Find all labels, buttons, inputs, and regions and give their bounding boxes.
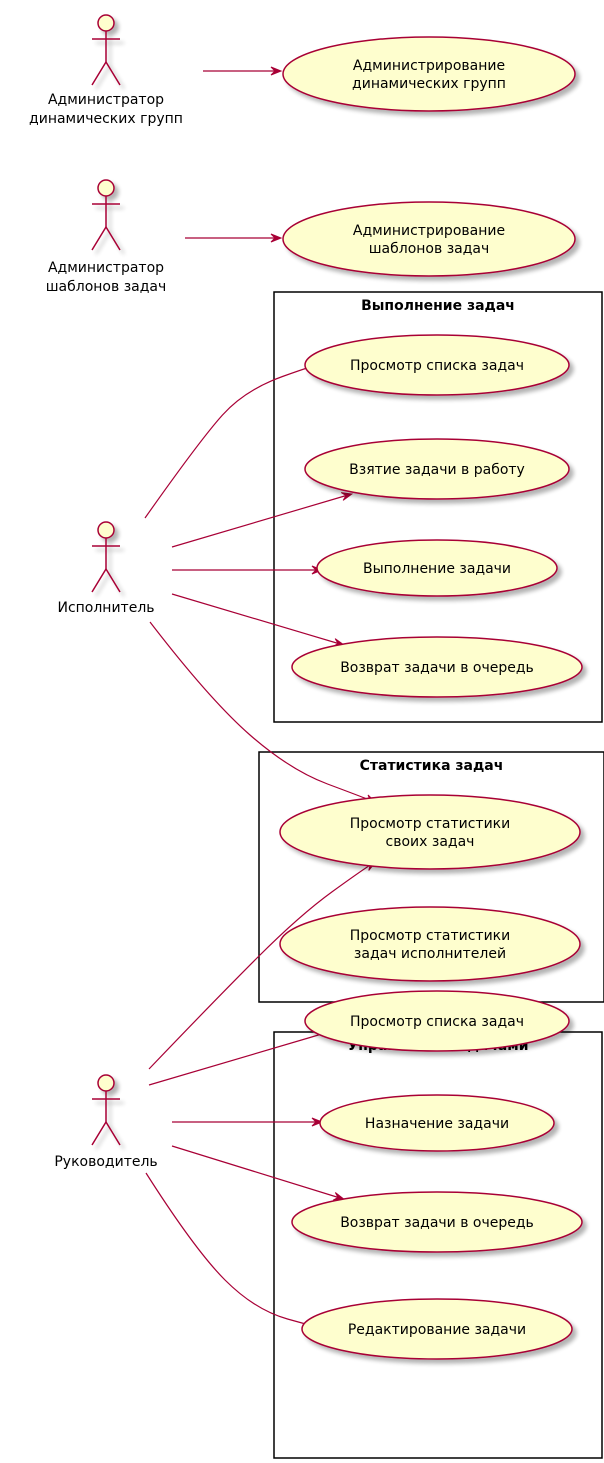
actor-manager: Руководитель bbox=[54, 1074, 158, 1170]
usecase-view-list-mgr: Просмотр списка задач bbox=[304, 990, 570, 1052]
usecase-view-list-exec: Просмотр списка задач bbox=[304, 334, 570, 396]
association-manager-to-uc-edit bbox=[145, 1172, 334, 1333]
usecase-take: Взятие задачи в работу bbox=[304, 438, 570, 500]
usecase-label: Возврат задачи в очередь bbox=[340, 660, 534, 676]
association-tmpl-admin-to-uc-tmpl bbox=[185, 233, 283, 243]
association-manager-to-uc-assign bbox=[172, 1117, 324, 1127]
association-executor-to-uc-take bbox=[171, 492, 354, 548]
association-executor-to-uc-view-list-exec bbox=[144, 357, 338, 519]
usecase-assign: Назначение задачи bbox=[319, 1094, 555, 1152]
association-manager-to-uc-return-mgr bbox=[171, 1145, 346, 1201]
usecase-stats-exec: Просмотр статистики задач исполнителей bbox=[279, 906, 581, 982]
usecase-label: Просмотр списка задач bbox=[350, 358, 524, 374]
usecase-label: Администрирование bbox=[353, 223, 505, 239]
actor-tmpl-admin: Администратор шаблонов задач bbox=[46, 179, 167, 295]
usecase-label: Возврат задачи в очередь bbox=[340, 1215, 534, 1231]
actor-label: Исполнитель bbox=[57, 600, 154, 616]
usecase-tmpl: Администрирование шаблонов задач bbox=[282, 201, 576, 277]
usecase-stats-own: Просмотр статистики своих задач bbox=[279, 794, 581, 870]
package-title: Статистика задач bbox=[360, 758, 504, 774]
usecase-label: Назначение задачи bbox=[365, 1116, 509, 1132]
usecase-label: Просмотр статистики bbox=[350, 816, 511, 832]
package-title: Выполнение задач bbox=[361, 298, 515, 314]
actor-label: динамических групп bbox=[29, 111, 183, 127]
stick-figure-icon bbox=[91, 1074, 121, 1146]
usecase-do: Выполнение задачи bbox=[316, 539, 558, 597]
actor-label: Руководитель bbox=[54, 1154, 157, 1170]
association-dyn-admin-to-uc-dyn bbox=[203, 66, 283, 76]
usecase-label: Просмотр списка задач bbox=[350, 1014, 524, 1030]
usecase-label: Выполнение задачи bbox=[363, 561, 511, 577]
association-executor-to-uc-do bbox=[172, 565, 324, 575]
actor-label: Администратор bbox=[48, 260, 164, 276]
actor-dyn-admin: Администратор динамических групп bbox=[29, 14, 183, 127]
stick-figure-icon bbox=[91, 179, 121, 251]
usecase-dyn: Администрирование динамических групп bbox=[282, 36, 576, 112]
usecase-label: своих задач bbox=[386, 834, 475, 850]
actor-label: шаблонов задач bbox=[46, 279, 167, 295]
usecase-return-mgr: Возврат задачи в очередь bbox=[291, 1191, 583, 1253]
usecase-label: динамических групп bbox=[352, 76, 506, 92]
actor-executor: Исполнитель bbox=[57, 521, 155, 616]
association-executor-to-uc-return-exec bbox=[171, 593, 346, 647]
usecase-label: Администрирование bbox=[353, 58, 505, 74]
stick-figure-icon bbox=[91, 521, 121, 593]
usecase-label: Взятие задачи в работу bbox=[349, 462, 525, 478]
usecase-edit: Редактирование задачи bbox=[301, 1298, 573, 1360]
package-exec-pkg: Выполнение задач bbox=[273, 291, 603, 723]
usecase-label: задач исполнителей bbox=[354, 946, 506, 962]
usecase-label: Просмотр статистики bbox=[350, 928, 511, 944]
usecase-return-exec: Возврат задачи в очередь bbox=[291, 636, 583, 698]
usecase-label: шаблонов задач bbox=[369, 241, 490, 257]
usecase-label: Редактирование задачи bbox=[348, 1322, 526, 1338]
actor-label: Администратор bbox=[48, 92, 164, 108]
stick-figure-icon bbox=[91, 14, 121, 86]
